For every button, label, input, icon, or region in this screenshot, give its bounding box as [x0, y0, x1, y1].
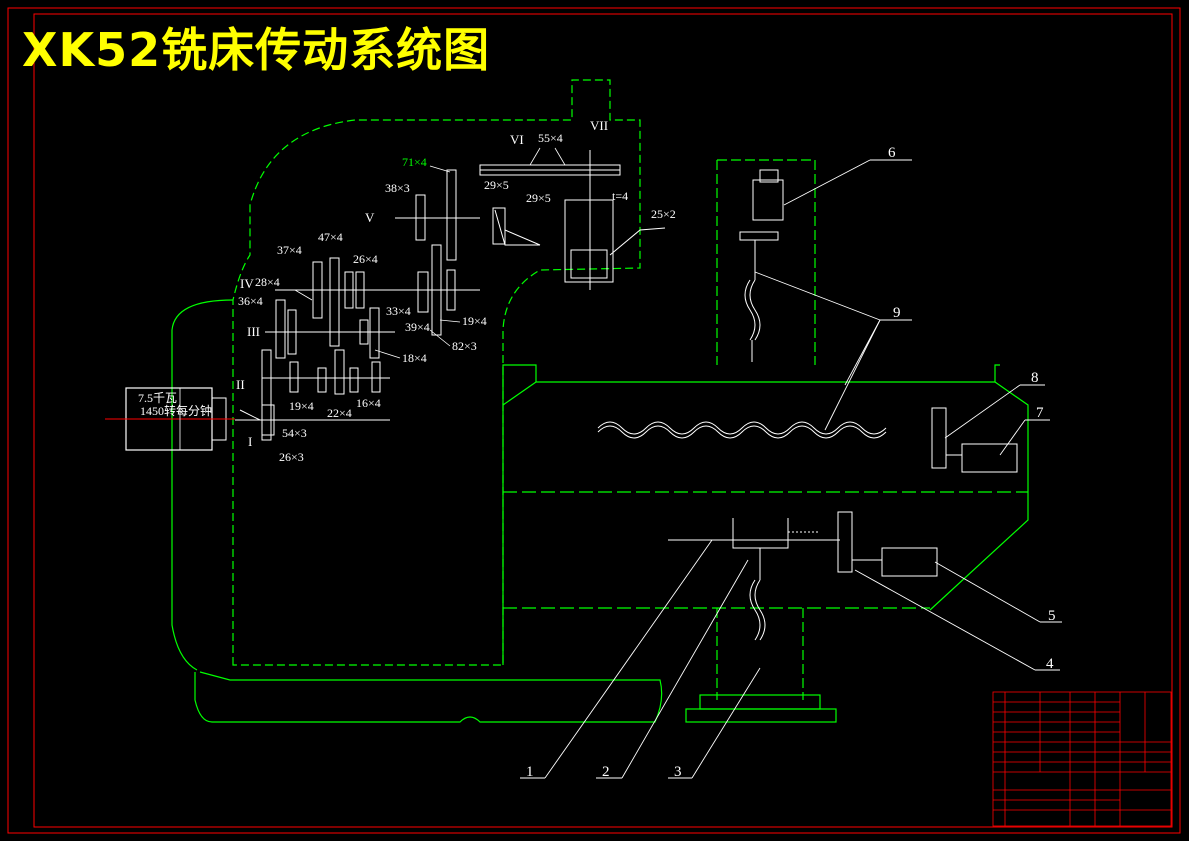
machine-outline — [171, 79, 1029, 723]
callout-leaders — [520, 159, 1062, 779]
gear-71x4: 71×4 — [402, 155, 427, 169]
shaft-label-III: III — [247, 324, 260, 339]
callout-3: 3 — [674, 764, 682, 780]
inner-frame — [33, 13, 1173, 828]
gear-29x5-a: 29×5 — [484, 178, 509, 192]
shaft-label-IV: IV — [240, 276, 254, 291]
callout-8: 8 — [1031, 370, 1039, 386]
shaft-label-VII: VII — [590, 118, 608, 133]
gear-26x4: 26×4 — [353, 252, 378, 266]
gear-36x4: 36×4 — [238, 294, 263, 308]
callout-9: 9 — [893, 305, 901, 321]
gear-25x2: 25×2 — [651, 207, 676, 221]
gear-19x4-a: 19×4 — [462, 314, 487, 328]
outer-frame — [7, 7, 1181, 834]
gear-47x4: 47×4 — [318, 230, 343, 244]
gear-38x3: 38×3 — [385, 181, 410, 195]
callout-2: 2 — [602, 764, 610, 780]
shaft-label-I: I — [248, 434, 252, 449]
shaft-label-V: V — [365, 210, 375, 225]
shaft-label-VI: VI — [510, 132, 524, 147]
gear-37x4: 37×4 — [277, 243, 302, 257]
gear-22x4: 22×4 — [327, 406, 352, 420]
page-title: XK52铣床传动系统图 — [22, 23, 491, 77]
callout-7: 7 — [1036, 405, 1044, 421]
gear-33x4: 33×4 — [386, 304, 411, 318]
gearbox-linework — [235, 150, 1018, 641]
shaft-label-II: II — [236, 377, 245, 392]
gear-54x3: 54×3 — [282, 426, 307, 440]
title-block — [992, 691, 1172, 827]
motor-power: 7.5千瓦 — [138, 391, 177, 405]
callout-1: 1 — [526, 764, 534, 780]
gear-28x4: 28×4 — [255, 275, 280, 289]
gear-leaders — [294, 147, 566, 359]
gear-18x4: 18×4 — [402, 351, 427, 365]
gear-39x4: 39×4 — [405, 320, 430, 334]
motor-speed: 1450转每分钟 — [140, 403, 212, 418]
gear-16x4: 16×4 — [356, 396, 381, 410]
motor — [105, 387, 235, 451]
gear-29x5-b: 29×5 — [526, 191, 551, 205]
callout-5: 5 — [1048, 608, 1056, 624]
gear-55x4: 55×4 — [538, 131, 563, 145]
callout-4: 4 — [1046, 656, 1054, 672]
gear-19x4-b: 19×4 — [289, 399, 314, 413]
gear-26x3: 26×3 — [279, 450, 304, 464]
gear-82x3: 82×3 — [452, 339, 477, 353]
callout-6: 6 — [888, 145, 896, 161]
gear-t4: t=4 — [612, 189, 628, 203]
